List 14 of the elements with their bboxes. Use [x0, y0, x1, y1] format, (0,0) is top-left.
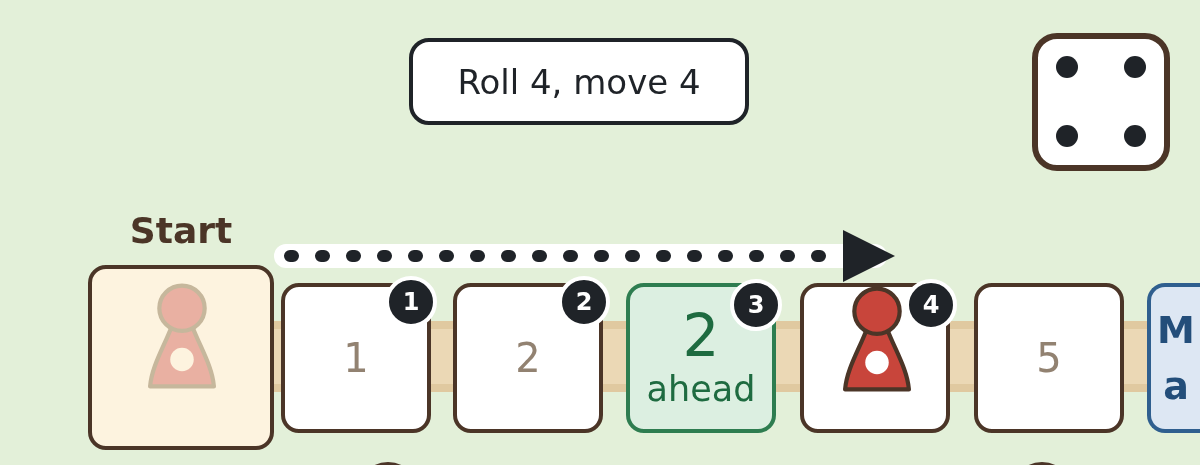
square-number: 1 [343, 335, 369, 381]
board-square [281, 283, 431, 433]
board-square [974, 283, 1124, 433]
square-heading: Start [128, 210, 234, 251]
board-square [800, 283, 950, 433]
square-label: M a [1157, 307, 1195, 410]
square-number: 2 [682, 305, 720, 367]
bonus-square [626, 283, 776, 433]
board-square [453, 283, 603, 433]
square-number: 2 [515, 335, 541, 381]
square-number: 5 [1036, 335, 1062, 381]
square-caption: ahead [646, 368, 756, 411]
message-banner [409, 38, 749, 125]
message-text: Roll 4, move 4 [457, 61, 701, 102]
